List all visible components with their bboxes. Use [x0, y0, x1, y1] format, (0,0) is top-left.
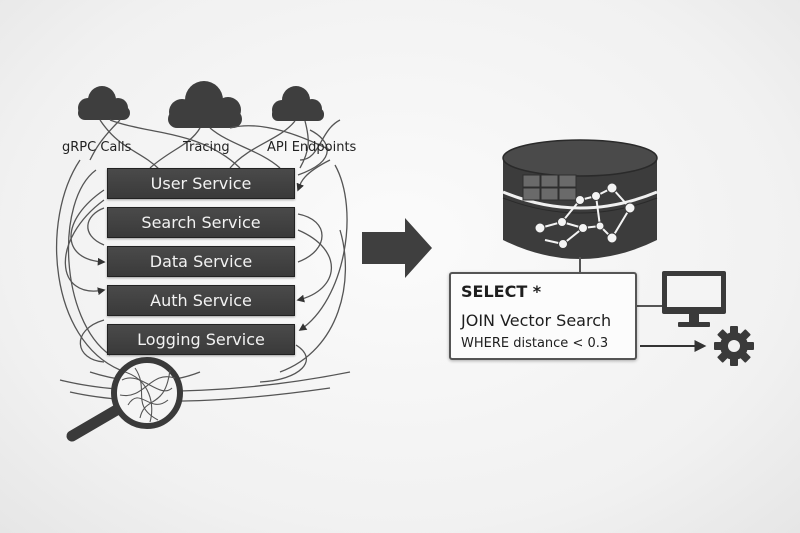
service-box-user: User Service — [107, 168, 295, 199]
service-box-auth: Auth Service — [107, 285, 295, 316]
query-join: JOIN Vector Search — [461, 311, 612, 330]
api-endpoints-label: API Endpoints — [267, 140, 357, 155]
tracing-label: Tracing — [182, 140, 230, 155]
cloud-icon — [78, 86, 130, 120]
monitor-icon — [662, 271, 726, 327]
tangled-connections — [56, 119, 351, 402]
service-label: User Service — [150, 174, 252, 193]
service-box-logging: Logging Service — [107, 324, 295, 355]
service-label: Auth Service — [150, 291, 252, 310]
magnifier-icon — [66, 357, 183, 442]
service-box-search: Search Service — [107, 207, 295, 238]
cloud-icon — [272, 86, 324, 121]
service-label: Logging Service — [137, 330, 265, 349]
database-icon — [502, 139, 658, 259]
arrow-icon — [362, 218, 432, 278]
query-select: SELECT * — [461, 282, 542, 301]
query-where: WHERE distance < 0.3 — [461, 336, 609, 351]
gear-icon — [714, 326, 754, 366]
service-box-data: Data Service — [107, 246, 295, 277]
service-label: Data Service — [149, 252, 253, 271]
query-box: SELECT * JOIN Vector Search WHERE distan… — [449, 272, 637, 360]
cloud-icon — [168, 81, 242, 128]
grpc-label: gRPC Calls — [62, 140, 132, 155]
service-label: Search Service — [141, 213, 261, 232]
